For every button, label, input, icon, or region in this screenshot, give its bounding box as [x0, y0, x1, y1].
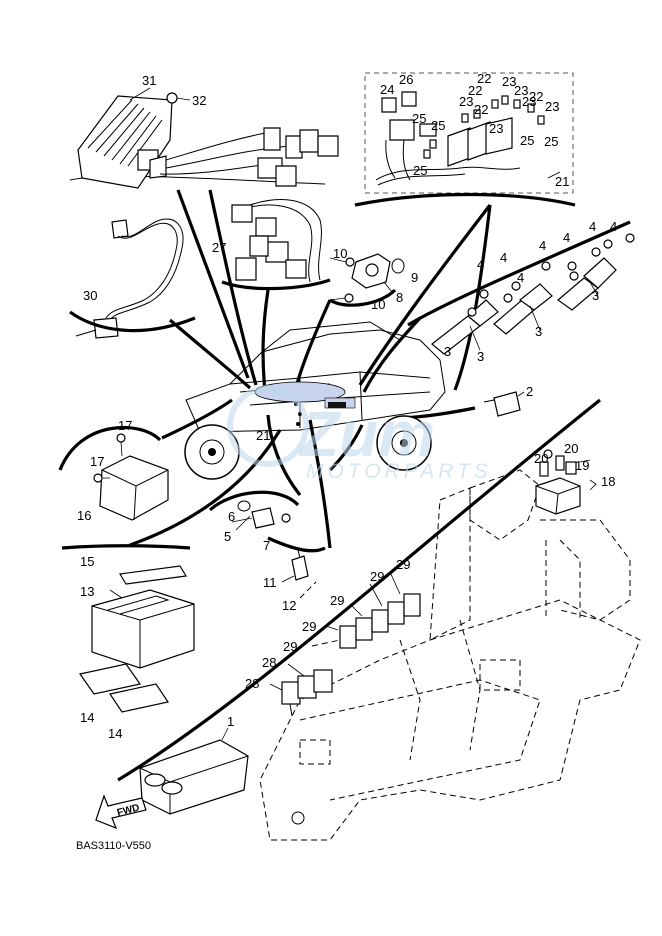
callout-10: 10 [333, 246, 347, 261]
callout-23: 23 [514, 83, 528, 98]
watermark-logo: Zum MOTORPARTS [227, 385, 492, 483]
relay-29-row [311, 571, 421, 649]
callout-26: 26 [399, 72, 413, 87]
callout-22: 22 [474, 102, 488, 117]
callout-12: 12 [282, 598, 296, 613]
callout-14: 14 [80, 710, 94, 725]
wire-lead-group [75, 218, 184, 339]
callout-16: 16 [77, 508, 91, 523]
callout-9: 9 [411, 270, 418, 285]
callout-29: 29 [370, 569, 384, 584]
callout-17: 17 [118, 418, 132, 433]
callout-17: 17 [90, 454, 104, 469]
callout-22: 22 [468, 83, 482, 98]
callout-7: 7 [263, 538, 270, 553]
callout-28: 28 [262, 655, 276, 670]
module-16-group [93, 433, 169, 521]
relay-18-group [535, 449, 597, 515]
callout-25: 25 [431, 118, 445, 133]
callout-4: 4 [610, 219, 617, 234]
callout-24: 24 [380, 82, 394, 97]
callout-23: 23 [545, 99, 559, 114]
sub-harness-group [231, 199, 322, 283]
callout-23: 23 [522, 94, 536, 109]
injector-1 [431, 299, 499, 355]
callout-29: 29 [330, 593, 344, 608]
callout-18: 18 [601, 474, 615, 489]
callout-22: 22 [477, 71, 491, 86]
ecu-harness-group [69, 87, 339, 189]
callout-3: 3 [592, 288, 599, 303]
injector-3 [557, 257, 617, 311]
callout-4: 4 [539, 238, 546, 253]
callout-29: 29 [302, 619, 316, 634]
injector-2 [493, 283, 553, 335]
callout-21: 21 [555, 174, 569, 189]
sensor-group [329, 253, 405, 303]
callout-21: 21 [256, 428, 270, 443]
injector-group [431, 233, 635, 355]
small-terminals [423, 95, 545, 159]
callout-20: 20 [564, 441, 578, 456]
callout-8: 8 [396, 290, 403, 305]
chassis-frame [259, 469, 641, 841]
callout-5: 5 [224, 529, 231, 544]
callout-29: 29 [283, 639, 297, 654]
callout-27: 27 [212, 240, 226, 255]
callout-3: 3 [535, 324, 542, 339]
injector-screws [479, 233, 635, 299]
relay-28-pair [269, 663, 333, 717]
callout-25: 25 [413, 163, 427, 178]
callout-29: 29 [396, 557, 410, 572]
callout-3: 3 [444, 344, 451, 359]
fwd-arrow-icon: FWD [95, 794, 147, 830]
watermark-text: Zum [298, 398, 435, 470]
callout-4: 4 [589, 219, 596, 234]
callout-23: 23 [489, 121, 503, 136]
watermark-subtext: MOTORPARTS [306, 460, 492, 483]
callout-2: 2 [526, 384, 533, 399]
sensor-5-group [231, 500, 291, 531]
ecu-1 [139, 727, 249, 815]
callout-1: 1 [227, 714, 234, 729]
callout-28: 28 [245, 676, 259, 691]
callout-19: 19 [575, 458, 589, 473]
callout-14: 14 [108, 726, 122, 741]
bolt-32 [166, 92, 178, 104]
callout-22: 22 [529, 89, 543, 104]
sensor-11-group [281, 549, 317, 599]
switch-2 [483, 391, 525, 417]
callout-23: 23 [459, 94, 473, 109]
callout-11: 11 [263, 575, 277, 590]
callout-25: 25 [412, 111, 426, 126]
drawing-code: BAS3110-V550 [76, 840, 151, 852]
callout-25: 25 [544, 134, 558, 149]
group-leader-lines [129, 189, 492, 549]
battery-group [78, 565, 195, 713]
callout-32: 32 [192, 93, 206, 108]
callout-4: 4 [500, 250, 507, 265]
callout-4: 4 [563, 230, 570, 245]
callout-13: 13 [80, 584, 94, 599]
callout-20: 20 [534, 451, 548, 466]
front-wheel [184, 424, 240, 480]
callout-15: 15 [80, 554, 94, 569]
callout-4: 4 [477, 257, 484, 272]
callout-3: 3 [477, 349, 484, 364]
callout-labels: 31 32 24 26 22 23 22 23 22 23 23 22 23 2… [77, 71, 617, 741]
callout-25: 25 [520, 133, 534, 148]
callout-6: 6 [228, 509, 235, 524]
callout-23: 23 [502, 74, 516, 89]
callout-31: 31 [142, 73, 156, 88]
callout-4: 4 [517, 270, 524, 285]
rear-wheel [376, 415, 432, 471]
callout-10: 10 [371, 297, 385, 312]
callout-30: 30 [83, 288, 97, 303]
